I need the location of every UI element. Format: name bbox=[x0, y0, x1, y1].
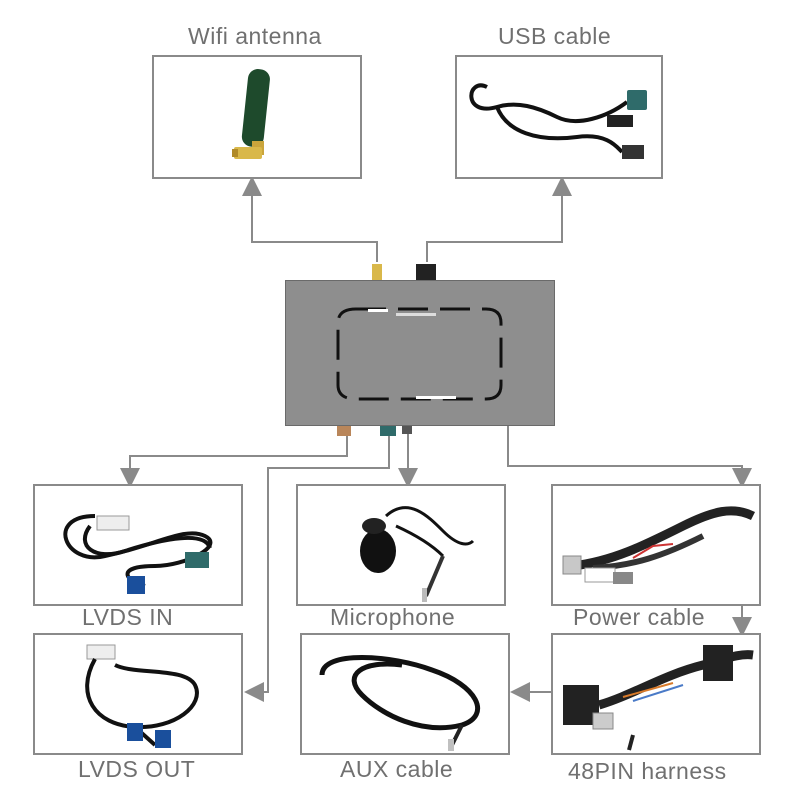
module-logo-icon bbox=[336, 307, 503, 401]
wifi-port bbox=[372, 264, 382, 280]
aux-cable-box bbox=[300, 633, 510, 755]
lvds-in-cable-icon bbox=[63, 514, 213, 594]
power-connector-line bbox=[507, 425, 752, 488]
lvds-out-label: LVDS OUT bbox=[78, 756, 196, 782]
harness-cable-icon bbox=[563, 645, 754, 751]
wifi-antenna-icon bbox=[232, 69, 270, 159]
wifi-antenna-box bbox=[152, 55, 362, 179]
lvds-in-box bbox=[33, 484, 243, 606]
usb-cable-box bbox=[455, 55, 663, 179]
usb-connector-line bbox=[426, 176, 572, 262]
lvds-in-connector-line bbox=[120, 430, 348, 488]
lvds-out-port bbox=[380, 426, 396, 436]
wifi-antenna-label: Wifi antenna bbox=[188, 23, 322, 49]
aux-cable-icon bbox=[319, 655, 481, 751]
microphone-icon bbox=[360, 506, 475, 602]
lvds-in-label: LVDS IN bbox=[82, 604, 174, 630]
harness-label: 48PIN harness bbox=[568, 758, 727, 784]
microphone-label: Microphone bbox=[330, 604, 456, 630]
wifi-connector-line bbox=[242, 176, 378, 262]
android-module bbox=[285, 280, 555, 426]
microphone-box bbox=[296, 484, 506, 606]
usb-port bbox=[416, 264, 436, 280]
lvds-out-cable-icon bbox=[85, 644, 199, 748]
power-cable-label: Power cable bbox=[573, 604, 706, 630]
power-cable-icon bbox=[562, 506, 756, 584]
lvds-out-connector-line bbox=[244, 432, 390, 702]
mic-port bbox=[402, 426, 412, 434]
lvds-in-port bbox=[337, 426, 351, 436]
usb-cable-icon bbox=[469, 83, 647, 159]
aux-cable-label: AUX cable bbox=[340, 756, 454, 782]
power-cable-box bbox=[551, 484, 761, 606]
usb-cable-label: USB cable bbox=[498, 23, 612, 49]
lvds-out-box bbox=[33, 633, 243, 755]
harness-box bbox=[551, 633, 761, 755]
